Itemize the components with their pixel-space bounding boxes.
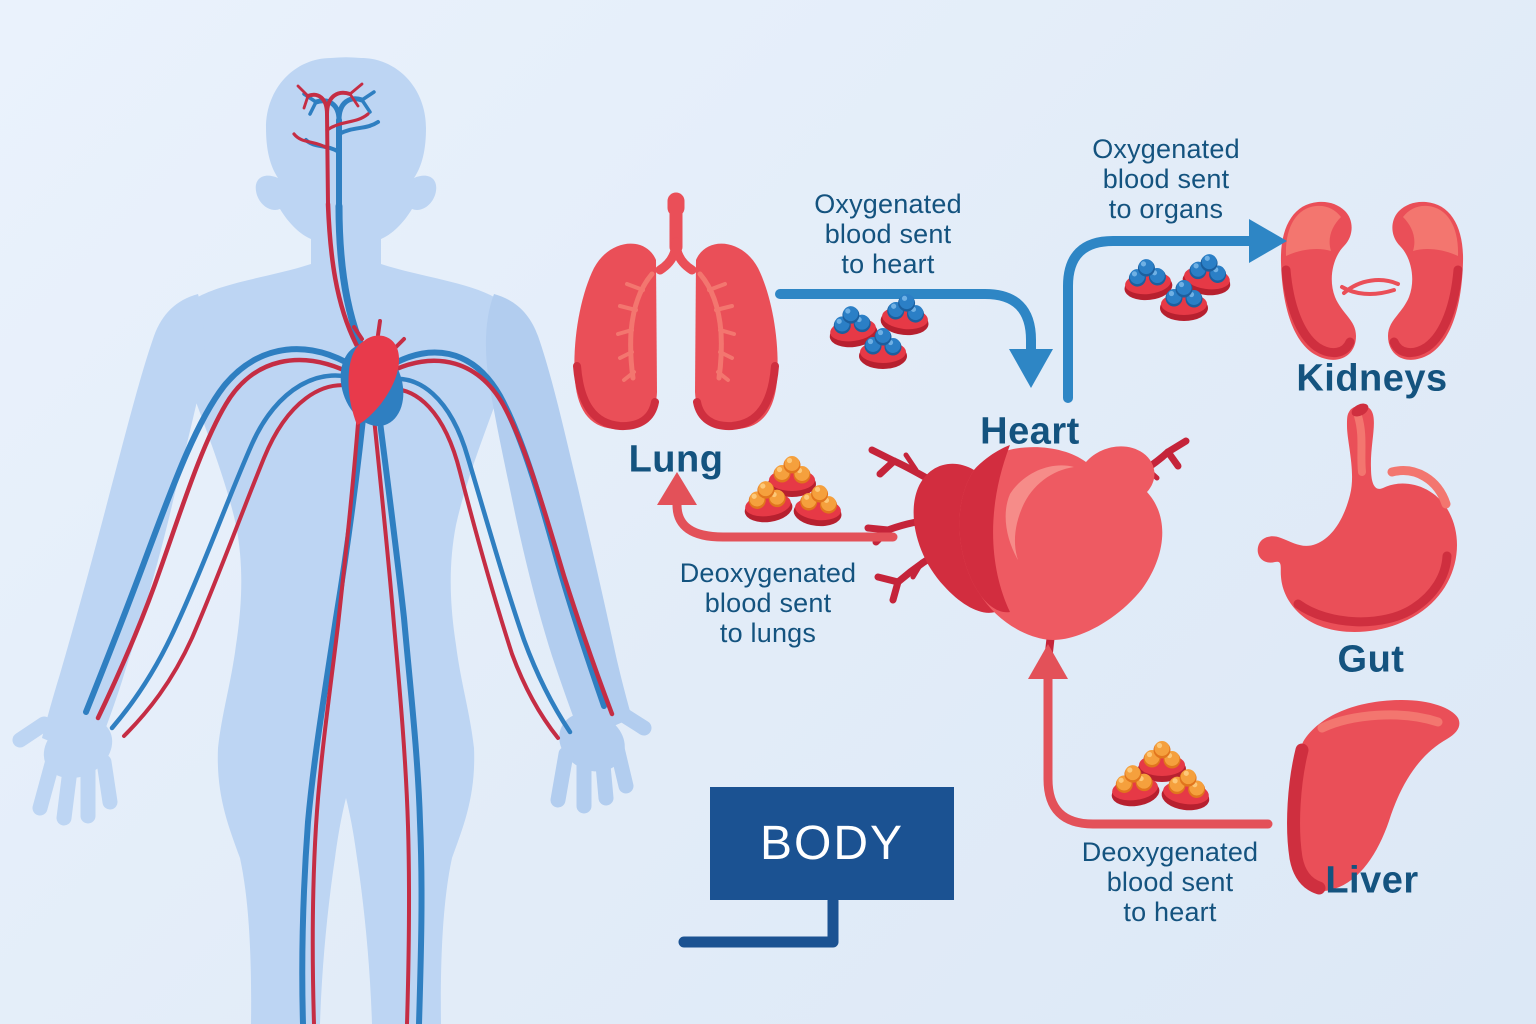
deoxygenated-blood-cells-heart-to-lungs [740, 456, 845, 529]
arrow-oxygenated-heart-to-kidneys [1063, 219, 1287, 403]
body-box: BODY [710, 787, 954, 900]
deoxygenated-blood-cells-liver-to-heart [1107, 741, 1214, 814]
label-line: Oxygenated [1092, 134, 1240, 164]
right-fingers [550, 706, 652, 814]
oxygenated-blood-cells-heart-to-kidneys [1121, 250, 1235, 321]
silhouette-heart [340, 319, 406, 427]
body-box-label: BODY [759, 817, 905, 870]
label-line: to heart [1123, 897, 1217, 927]
label-line: to heart [841, 249, 935, 279]
label-line: Oxygenated [814, 189, 962, 219]
oxygenated-blood-cells-lung-to-heart [825, 291, 932, 369]
label-oxygenated-to-heart: Oxygenated blood sent to heart [814, 189, 962, 279]
label-line: to organs [1108, 194, 1224, 224]
label-gut: Gut [1337, 638, 1405, 681]
label-oxygenated-to-organs: Oxygenated blood sent to organs [1092, 134, 1240, 224]
body-box-connector-line [678, 895, 839, 948]
label-kidneys: Kidneys [1296, 357, 1448, 400]
label-line: blood sent [1106, 867, 1234, 897]
label-line: blood sent [1102, 164, 1230, 194]
arrow-deoxygenated-liver-to-heart [1028, 644, 1273, 829]
left-palm [43, 717, 113, 779]
label-deoxygenated-to-heart: Deoxygenated blood sent to heart [1082, 837, 1259, 927]
silhouette-blood-vessels [83, 82, 615, 1024]
arrow-oxygenated-lung-to-heart [775, 289, 1053, 388]
lungs-illustration [573, 192, 779, 431]
label-line: Deoxygenated [1081, 837, 1259, 867]
label-line: to lungs [719, 618, 817, 648]
heart-illustration [864, 437, 1190, 656]
label-deoxygenated-to-lungs: Deoxygenated blood sent to lungs [680, 558, 857, 648]
arrow-deoxygenated-heart-to-lungs [657, 472, 898, 542]
left-arm [42, 294, 205, 760]
kidneys-illustration [1280, 201, 1464, 360]
liver-illustration [1287, 700, 1460, 895]
gut-illustration [1257, 403, 1457, 632]
label-line: blood sent [704, 588, 832, 618]
left-fingers [12, 716, 118, 826]
label-liver: Liver [1325, 859, 1419, 902]
label-lung: Lung [628, 438, 724, 481]
label-line: Deoxygenated [679, 558, 857, 588]
right-arm [485, 294, 632, 740]
label-heart: Heart [980, 410, 1080, 453]
label-line: blood sent [824, 219, 952, 249]
